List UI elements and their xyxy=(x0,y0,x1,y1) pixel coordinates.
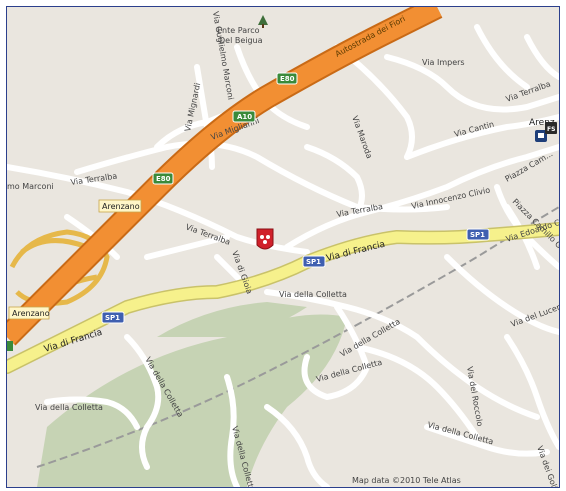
arenzano-label-left[interactable]: Arenzano xyxy=(98,199,142,213)
svg-text:E80: E80 xyxy=(156,175,171,183)
railway-line xyxy=(36,206,559,468)
street-label-colletta-1: Via della Colletta xyxy=(279,290,347,299)
badge-sp1-right: SP1 xyxy=(466,228,490,241)
arenzano-label-bottom[interactable]: Arenzano xyxy=(8,306,50,320)
park-area xyxy=(37,314,347,487)
svg-text:A10: A10 xyxy=(237,113,252,121)
badge-sp1-center: SP1 xyxy=(302,255,326,268)
train-station-icon[interactable] xyxy=(535,130,547,142)
tree-icon xyxy=(258,15,268,28)
svg-text:Arenzano: Arenzano xyxy=(102,202,140,211)
svg-text:E80: E80 xyxy=(280,75,295,83)
badge-a10: A10 xyxy=(232,110,256,123)
attribution: Map data ©2010 Tele Atlas xyxy=(352,476,461,485)
svg-text:SP1: SP1 xyxy=(470,231,485,239)
street-label-marconi: mo Marconi xyxy=(7,182,54,191)
badge-e80-top: E80 xyxy=(276,72,298,85)
map-svg[interactable]: Ente Parco Del Beigua Autostrada dei Fio… xyxy=(7,7,559,487)
svg-text:FS: FS xyxy=(547,126,555,133)
svg-text:SP1: SP1 xyxy=(105,314,120,322)
street-label-colletta-5: Via della Colletta xyxy=(35,403,103,412)
park-area-2 xyxy=(157,302,307,337)
park-label-line1: Ente Parco xyxy=(217,26,260,35)
svg-text:Arenzano: Arenzano xyxy=(12,309,50,318)
badge-e80-mid: E80 xyxy=(152,172,174,185)
edge-badge xyxy=(7,341,13,351)
arenzano-label-right[interactable]: Arenz xyxy=(529,118,555,128)
fs-station-icon[interactable]: FS xyxy=(545,122,557,134)
svg-text:SP1: SP1 xyxy=(306,258,321,266)
location-marker-icon[interactable] xyxy=(256,228,274,250)
park-label-line2: Del Beigua xyxy=(219,36,263,45)
badge-sp1-left: SP1 xyxy=(101,311,125,324)
street-label-impers: Via Impers xyxy=(422,58,465,67)
map-canvas[interactable]: Ente Parco Del Beigua Autostrada dei Fio… xyxy=(6,6,560,488)
